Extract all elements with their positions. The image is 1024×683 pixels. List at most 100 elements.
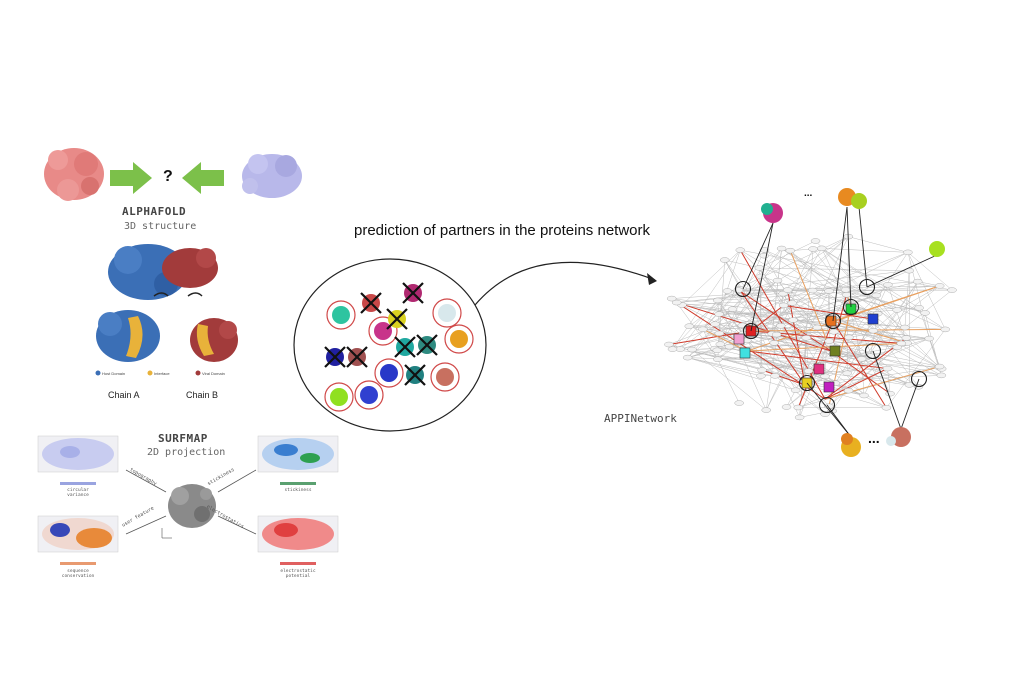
network-node: [810, 238, 821, 244]
network-node: [781, 404, 792, 410]
network-node: [820, 373, 830, 379]
network-node: [667, 295, 677, 302]
network-node: [778, 302, 789, 309]
network-node: [714, 311, 724, 317]
network-node: [713, 297, 723, 304]
network-node: [883, 282, 893, 288]
partner-protein-icon: [761, 188, 945, 457]
network-node: [913, 278, 923, 285]
viral-protein-icon: [242, 154, 302, 198]
network-node: [770, 373, 780, 379]
network-node: [759, 252, 769, 259]
arrow-left-icon: [182, 162, 224, 194]
network-node: [920, 310, 930, 316]
highlighted-node: [829, 345, 841, 357]
network-node: [801, 335, 811, 341]
network-node: [947, 287, 957, 293]
network-node: [914, 305, 924, 311]
network-node: [684, 323, 694, 329]
prediction-label: prediction of partners in the proteins n…: [354, 222, 650, 239]
highlighted-node: [739, 347, 751, 359]
highlighted-node: [825, 315, 837, 327]
legend-interface: Interface: [154, 371, 170, 376]
network-node: [817, 245, 827, 252]
legend-viral: Viral Domain: [202, 371, 225, 376]
network-node: [900, 324, 910, 331]
network-node: [841, 292, 852, 298]
network-node: [761, 407, 771, 413]
map-label-sequence-conservation: sequence conservation: [61, 569, 95, 579]
highlighted-node: [733, 333, 745, 345]
question-mark: ?: [163, 168, 173, 185]
protein-network: [664, 188, 957, 457]
network-node: [722, 288, 733, 294]
network-node: [871, 292, 882, 299]
chain-b-structure: [190, 318, 238, 362]
chain-a-structure: [96, 310, 160, 362]
selected-node-ring: [742, 322, 760, 340]
curved-arrow-head-icon: [647, 273, 657, 285]
network-node: [896, 340, 907, 347]
network-node: [715, 341, 726, 347]
network-node: [724, 343, 735, 350]
network-node: [735, 247, 745, 253]
network-node: [771, 331, 782, 338]
network-node: [776, 323, 786, 329]
network-node: [756, 373, 766, 379]
network-node: [710, 321, 720, 327]
kept-partner-icon: [324, 298, 474, 412]
network-node: [934, 363, 945, 370]
selected-node-ring: [858, 278, 876, 296]
alphafold-proteins: [44, 148, 302, 376]
network-node: [868, 328, 878, 334]
appinetwork-label: APPINetwork: [604, 412, 677, 425]
network-node: [794, 414, 805, 421]
network-node: [844, 334, 854, 341]
network-node: [769, 340, 780, 346]
network-node: [924, 335, 934, 342]
network-node: [829, 329, 839, 335]
highlighted-node: [813, 363, 825, 375]
ellipsis-bottom: ...: [868, 430, 880, 446]
network-node: [892, 307, 902, 313]
network-node: [885, 390, 895, 397]
network-node: [882, 365, 893, 372]
network-node: [843, 387, 854, 394]
network-node: [903, 249, 913, 256]
network-node: [790, 387, 801, 393]
surfmap-title: SURFMAP: [158, 432, 208, 445]
network-node: [754, 265, 765, 271]
network-node: [934, 283, 945, 289]
network-node: [671, 299, 682, 306]
network-node: [881, 405, 892, 411]
alphafold-subtitle: 3D structure: [124, 221, 197, 232]
network-node: [807, 287, 818, 294]
network-node: [936, 372, 947, 379]
map-label-circular-variance: circular variance: [67, 488, 89, 498]
network-node: [667, 346, 678, 352]
map-label-stickiness: stickiness: [284, 488, 312, 493]
network-node: [734, 400, 744, 406]
network-node: [901, 335, 911, 341]
network-node: [783, 287, 793, 293]
network-node: [812, 324, 823, 331]
host-protein-icon: [44, 148, 104, 201]
selected-node-ring: [824, 312, 842, 330]
network-node: [714, 330, 725, 337]
network-node: [793, 404, 803, 411]
network-node: [757, 367, 767, 373]
network-node: [803, 368, 814, 374]
selected-node-ring: [734, 280, 752, 298]
network-node: [727, 306, 738, 312]
network-node: [759, 247, 770, 253]
candidate-partners-pool: [293, 258, 657, 432]
network-node: [712, 347, 722, 354]
network-node: [840, 287, 851, 293]
network-node: [808, 246, 818, 252]
network-node: [785, 247, 795, 254]
network-node: [940, 326, 950, 333]
network-node: [842, 370, 852, 376]
protein-surface-icon: [168, 484, 216, 528]
network-node: [698, 326, 708, 332]
network-node: [664, 341, 674, 348]
